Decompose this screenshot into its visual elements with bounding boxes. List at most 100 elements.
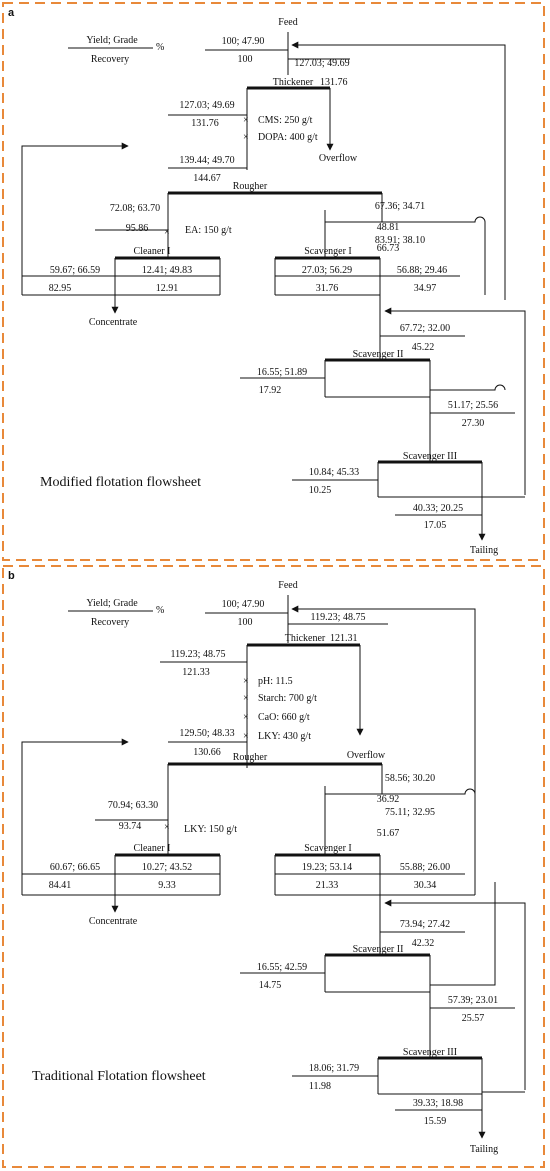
scav1-feed-bottom-a: 66.73 [377,243,400,254]
reagent-mark-b-5: × [164,822,170,833]
reagent-marks-a: × × × [164,115,249,238]
panel-b-border [2,565,545,1168]
feed-label-a: Feed [278,17,297,28]
reagent-a-1: CMS: 250 g/t [258,115,313,126]
scav2-conc-bottom-a: 17.92 [259,385,282,396]
feed-label-b: Feed [278,580,297,591]
cleaner-in-bottom-a: 12.91 [156,283,179,294]
rougher-feed-bottom-b: 130.66 [193,747,221,758]
scav2-label-b: Scavenger II [353,944,404,955]
scav3-conc-bottom-b: 11.98 [309,1081,331,1092]
panel-b-letter: b [8,570,15,582]
panel-a-border [2,2,545,561]
rougher-tail-bottom-a: 48.81 [377,222,400,233]
rougher-feed-top-b: 129.50; 48.33 [179,728,234,739]
rougher-tail-top-b: 58.56; 30.20 [385,773,435,784]
rougher-feed-bottom-a: 144.67 [193,173,221,184]
thick-out-bottom-b: 121.33 [182,667,210,678]
scav3-conc-top-a: 10.84; 45.33 [309,467,359,478]
concentrate-top-b: 60.67; 66.65 [50,862,100,873]
scav3-return-b [384,899,526,1090]
panel-a-letter: a [8,7,15,19]
scav1-conc-top-b: 19.23; 53.14 [302,862,352,873]
recycle-top-line-b [291,605,476,895]
reagent-a-2: DOPA: 400 g/t [258,132,318,143]
legend-b: Yield; Grade Recovery % [68,598,164,628]
cleaner-in-top-a: 12.41; 49.83 [142,265,192,276]
panel-a-title: Modified flotation flowsheet [40,475,201,490]
thickener-value-a: 131.76 [320,77,348,88]
tailing-bottom-a: 17.05 [424,520,447,531]
thick-out-bottom-a: 131.76 [191,118,219,129]
reagent-b-3: CaO: 660 g/t [258,712,310,723]
scav2-label-a: Scavenger II [353,349,404,360]
thick-out-top-b: 119.23; 48.75 [171,649,226,660]
reagent-mark-b-2: × [243,693,249,704]
rougher-conc-bottom-a: 95.86 [126,223,149,234]
scav3-return-a [384,307,526,495]
panel-b: b Yield; Grade Recovery % [2,565,545,1168]
recycle-in-top-a: 127.03; 49.69 [294,58,349,69]
reagent-marks-b: × × × × × [164,676,249,833]
scav2-feed-bottom-a: 45.22 [412,342,435,353]
cleaner-recycle-line-a [21,142,129,295]
cleaner-reagent-a: EA: 150 g/t [185,225,232,236]
flow-lines-a [21,32,526,541]
scav1-tail-top-a: 56.88; 29.46 [397,265,447,276]
thickener-label-a: Thickener [273,77,314,88]
legend-a: Yield; Grade Recovery % [68,35,164,65]
thickener-label-b: Thickener [285,633,326,644]
panel-a: a Yield; Grade Recovery % [2,2,545,561]
tailing-top-b: 39.33; 18.98 [413,1098,463,1109]
concentrate-label-a: Concentrate [89,317,138,328]
cleaner-label-a: Cleaner I [134,246,171,257]
scav2-feed-top-a: 67.72; 32.00 [400,323,450,334]
scav1-conc-top-a: 27.03; 56.29 [302,265,352,276]
legend-a-unit: % [156,42,164,53]
overflow-label-a: Overflow [319,153,358,164]
crossing-a1 [325,216,486,223]
scav2-tail-top-a: 51.17; 25.56 [448,400,498,411]
rougher-tail-top-a: 67.36; 34.71 [375,201,425,212]
reagent-mark-b-1: × [243,676,249,687]
reagent-mark-b-4: × [243,731,249,742]
rougher-conc-bottom-b: 93.74 [119,821,142,832]
legend-b-unit: % [156,605,164,616]
reagent-b-2: Starch: 700 g/t [258,693,317,704]
reagent-b-1: pH: 11.5 [258,676,293,687]
cleaner-in-bottom-b: 9.33 [158,880,176,891]
rougher-feed-top-a: 139.44; 49.70 [179,155,234,166]
scav2-tail-bottom-b: 25.57 [462,1013,485,1024]
legend-a-top: Yield; Grade [86,35,138,46]
scav2-tail-top-b: 57.39; 23.01 [448,995,498,1006]
legend-b-top: Yield; Grade [86,598,138,609]
thickener-value-b: 121.31 [330,633,358,644]
concentrate-label-b: Concentrate [89,916,138,927]
flow-lines-b [21,595,526,1139]
scav3-conc-top-b: 18.06; 31.79 [309,1063,359,1074]
scav1-label-b: Scavenger I [304,843,351,854]
reagent-mark-b-3: × [243,712,249,723]
thick-out-top-a: 127.03; 49.69 [179,100,234,111]
scav2-conc-top-b: 16.55; 42.59 [257,962,307,973]
legend-b-bottom: Recovery [91,617,129,628]
overflow-label-b: Overflow [347,750,386,761]
cleaner-in-top-b: 10.27; 43.52 [142,862,192,873]
panel-b-title: Traditional Flotation flowsheet [32,1069,206,1084]
scav1-feed-top-b: 75.11; 32.95 [385,807,435,818]
concentrate-bottom-a: 82.95 [49,283,72,294]
reagent-b-4: LKY: 430 g/t [258,731,311,742]
tailing-top-a: 40.33; 20.25 [413,503,463,514]
reagent-mark-a-3: × [164,227,170,238]
crossing-b1 [325,788,476,795]
scav3-label-a: Scavenger III [403,451,457,462]
scav2-conc-return-b [430,882,496,986]
concentrate-top-a: 59.67; 66.59 [50,265,100,276]
scav2-conc-bottom-b: 14.75 [259,980,282,991]
rougher-conc-top-a: 72.08; 63.70 [110,203,160,214]
scav1-feed-bottom-b: 51.67 [377,828,400,839]
scav1-tail-top-b: 55.88; 26.00 [400,862,450,873]
recycle-in-top-b: 119.23; 48.75 [311,612,366,623]
